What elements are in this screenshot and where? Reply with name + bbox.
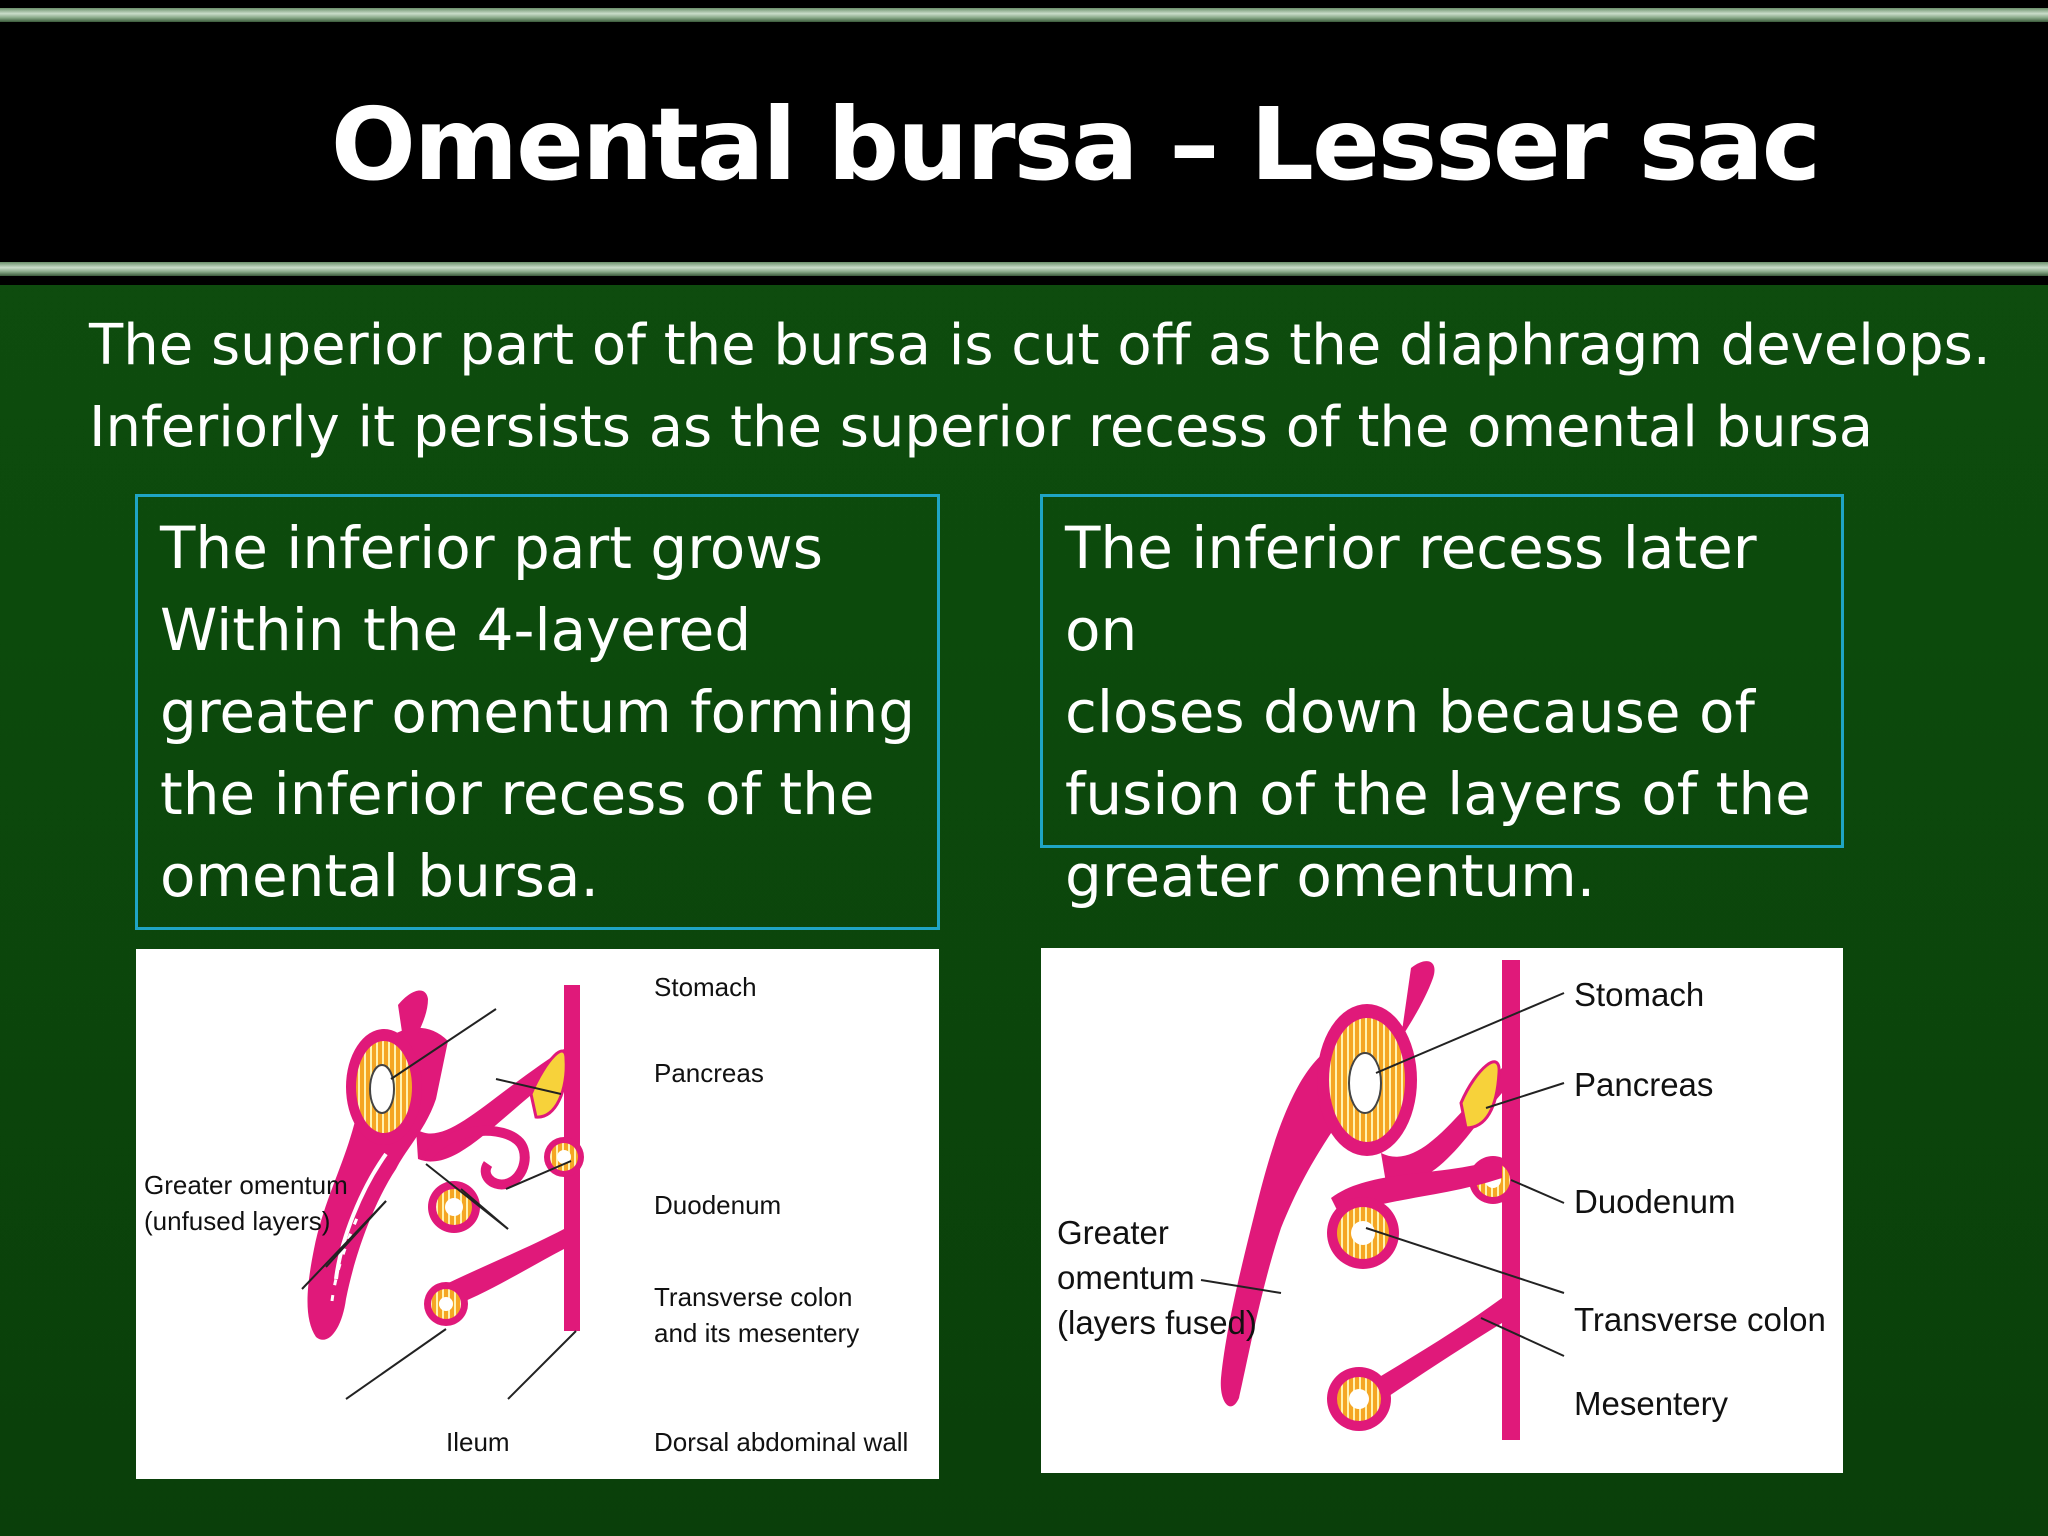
label-mesentery: Mesentery <box>1574 1385 1729 1422</box>
greater-omentum-fused <box>1220 1043 1341 1407</box>
label-pancreas: Pancreas <box>654 1058 764 1088</box>
diagram-fused-svg: Stomach Pancreas Duodenum Transverse col… <box>1057 960 1826 1440</box>
label-transverse-colon: Transverse colon <box>654 1282 852 1312</box>
right-box-line: fusion of the layers of the <box>1065 760 1811 828</box>
label-layers-fused: (layers fused) <box>1057 1304 1257 1341</box>
right-text-box: The inferior recess later on closes down… <box>1040 494 1844 910</box>
top-rule <box>0 8 2048 22</box>
label-stomach: Stomach <box>654 972 757 1002</box>
label-unfused-layers: (unfused layers) <box>144 1206 330 1236</box>
leader-lines <box>1200 992 1565 1357</box>
left-box-line: greater omentum forming <box>160 678 916 746</box>
transverse-colon-lumen <box>445 1198 463 1216</box>
label-greater-omentum: Greater omentum <box>144 1170 348 1200</box>
slide-title: Omental bursa – Lesser sac <box>330 86 1821 203</box>
left-box-line: the inferior recess of the <box>160 760 875 828</box>
pancreas-shape <box>529 1049 568 1119</box>
left-box-line: The inferior part grows <box>160 514 823 582</box>
intro-line-2: Inferiorly it persists as the superior r… <box>89 395 1874 460</box>
label-duodenum: Duodenum <box>654 1190 781 1220</box>
dorsal-mesogastrium <box>1381 1068 1502 1185</box>
small-intestine-lumen <box>1349 1389 1369 1409</box>
stomach-neck <box>1401 961 1435 1038</box>
label-stomach: Stomach <box>1574 976 1704 1013</box>
diagram-unfused-svg: Stomach Pancreas Duodenum Transverse col… <box>144 972 908 1457</box>
right-box-line: The inferior recess later on <box>1065 514 1757 664</box>
left-box-line: Within the 4-layered <box>160 596 752 664</box>
intro-line-1: The superior part of the bursa is cut of… <box>89 313 1991 378</box>
label-ileum: Ileum <box>446 1427 510 1457</box>
dorsal-wall <box>1502 960 1520 1440</box>
label-and-mesentery: and its mesentery <box>654 1318 859 1348</box>
unfused-layer-gap-2 <box>330 1210 362 1302</box>
duodenum-lumen <box>557 1150 571 1164</box>
label-greater: Greater <box>1057 1214 1169 1251</box>
transverse-mesocolon <box>421 1125 530 1190</box>
left-box-line: omental bursa. <box>160 842 599 910</box>
label-dorsal-wall: Dorsal abdominal wall <box>654 1427 908 1457</box>
leader-lines <box>301 1008 577 1400</box>
label-omentum: omentum <box>1057 1259 1195 1296</box>
stomach-lumen <box>369 1064 395 1114</box>
pancreas-shape <box>1459 1060 1501 1130</box>
diagram-fused-omentum: Stomach Pancreas Duodenum Transverse col… <box>1041 948 1843 1473</box>
small-intestine-mesentery <box>436 1229 564 1309</box>
diagram-unfused-omentum: Stomach Pancreas Duodenum Transverse col… <box>136 949 939 1479</box>
right-box-line: greater omentum. <box>1065 842 1596 910</box>
transverse-colon-lumen <box>1351 1221 1375 1245</box>
title-bar <box>0 0 2048 285</box>
ileum-lumen <box>439 1297 453 1311</box>
label-pancreas: Pancreas <box>1574 1066 1713 1103</box>
intro-text: The superior part of the bursa is cut of… <box>89 305 2019 469</box>
right-box-line: closes down because of <box>1065 678 1755 746</box>
mesentery-shape <box>1361 1298 1502 1408</box>
stomach-lumen <box>1348 1052 1382 1114</box>
left-text-box: The inferior part grows Within the 4-lay… <box>135 494 940 930</box>
bottom-rule <box>0 262 2048 276</box>
label-transverse-colon: Transverse colon <box>1574 1301 1826 1338</box>
label-duodenum: Duodenum <box>1574 1183 1735 1220</box>
